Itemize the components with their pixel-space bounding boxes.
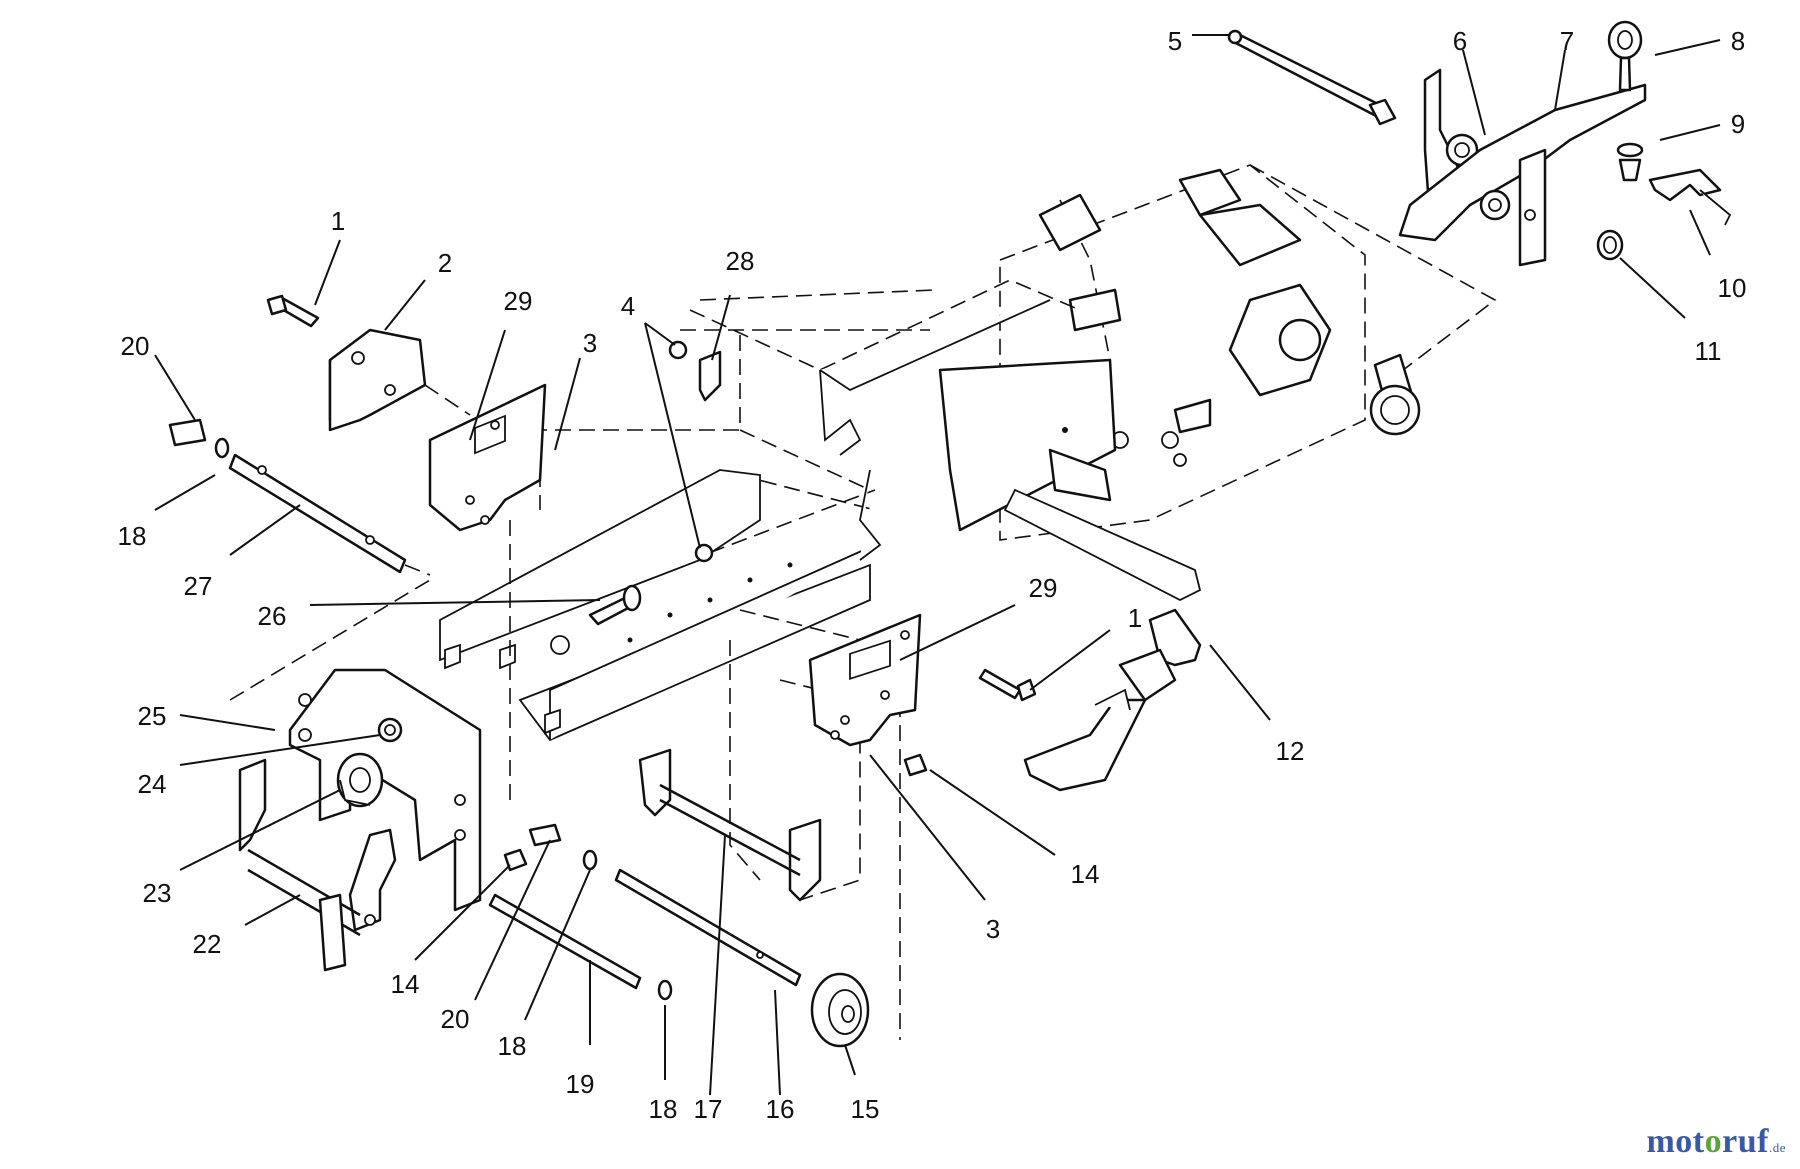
clip-part-18-bottom	[657, 979, 673, 1001]
handle-part-12	[1023, 608, 1202, 792]
callout-2: 2	[438, 248, 452, 278]
transmission-frame-assembly	[999, 164, 1497, 541]
pin-part-14-right	[903, 753, 928, 777]
callout-17: 17	[694, 1094, 723, 1124]
callout-1-upper: 1	[331, 206, 345, 236]
clip-part-28	[698, 350, 722, 402]
shaft-part-19	[488, 893, 642, 990]
pulley-part-15	[810, 972, 870, 1048]
callout-25: 25	[138, 701, 167, 731]
watermark-part-1: mot	[1646, 1123, 1705, 1160]
callout-28: 28	[726, 246, 755, 276]
callout-4: 4	[621, 291, 635, 321]
callout-3-upper: 3	[583, 328, 597, 358]
mounting-plate-part-29-right	[808, 613, 922, 747]
callout-18-left: 18	[118, 521, 147, 551]
callout-18-bottom: 18	[649, 1094, 678, 1124]
washer-part-18-lower	[582, 849, 598, 871]
watermark-part-3: ruf	[1722, 1123, 1769, 1160]
callout-26: 26	[258, 601, 287, 631]
callout-7: 7	[1560, 26, 1574, 56]
pin-part-5	[1227, 29, 1397, 126]
site-watermark-logo: motoruf.de	[1646, 1123, 1786, 1161]
nut-part-4	[668, 340, 714, 563]
callout-15: 15	[851, 1094, 880, 1124]
spacer-part-20-lower	[528, 823, 562, 847]
callout-labels: 1 2 29 3 4 28 20 18 27 26 25 24 23 22 14…	[118, 26, 1747, 1124]
snap-ring-part-11	[1596, 229, 1624, 261]
callout-29-left: 29	[504, 286, 533, 316]
callout-5: 5	[1168, 26, 1182, 56]
callout-16: 16	[766, 1094, 795, 1124]
callout-6: 6	[1453, 26, 1467, 56]
bracket-part-17	[638, 748, 822, 902]
shaft-assembly-left	[168, 418, 431, 576]
hitch-bar-part-7	[1398, 83, 1647, 267]
pin-part-14-left	[503, 848, 528, 872]
callout-8: 8	[1731, 26, 1745, 56]
right-side-frame-rail	[689, 279, 1117, 532]
watermark-part-2: o	[1704, 1123, 1723, 1160]
front-frame-section	[439, 469, 882, 742]
callout-9: 9	[1731, 109, 1745, 139]
upper-cross-tubes	[680, 289, 1202, 602]
callout-22: 22	[193, 929, 222, 959]
callout-27: 27	[184, 571, 213, 601]
callout-20-lower: 20	[441, 1004, 470, 1034]
callout-3-lower: 3	[986, 914, 1000, 944]
mounting-plate-part-29-left	[428, 383, 547, 800]
bolt-part-1-upper	[266, 294, 320, 328]
bolt-part-26	[588, 584, 642, 626]
bushing-part-23	[336, 752, 384, 808]
leader-lines	[154, 34, 1721, 1096]
construction-lines	[229, 335, 901, 1040]
callout-14-left: 14	[391, 969, 420, 999]
callout-18-lower: 18	[498, 1031, 527, 1061]
callout-20-left: 20	[121, 331, 150, 361]
nut-part-24	[377, 717, 403, 743]
callout-24: 24	[138, 769, 167, 799]
shaft-part-16	[614, 868, 802, 987]
bolt-part-1-lower	[978, 668, 1037, 702]
callout-19: 19	[566, 1069, 595, 1099]
callout-29-right: 29	[1029, 573, 1058, 603]
callout-11: 11	[1695, 336, 1722, 366]
washer-part-9	[1616, 142, 1644, 182]
callout-23: 23	[143, 878, 172, 908]
callout-10: 10	[1718, 273, 1747, 303]
bracket-part-22	[238, 758, 397, 972]
spring-clip-part-10	[1648, 168, 1732, 226]
bracket-part-25	[288, 668, 482, 912]
callout-12: 12	[1276, 736, 1305, 766]
watermark-tld: .de	[1768, 1140, 1786, 1155]
callout-1-lower: 1	[1128, 603, 1142, 633]
callout-14-right: 14	[1071, 859, 1100, 889]
eye-bolt-part-8	[1607, 20, 1643, 92]
bracket-part-2	[328, 328, 471, 432]
